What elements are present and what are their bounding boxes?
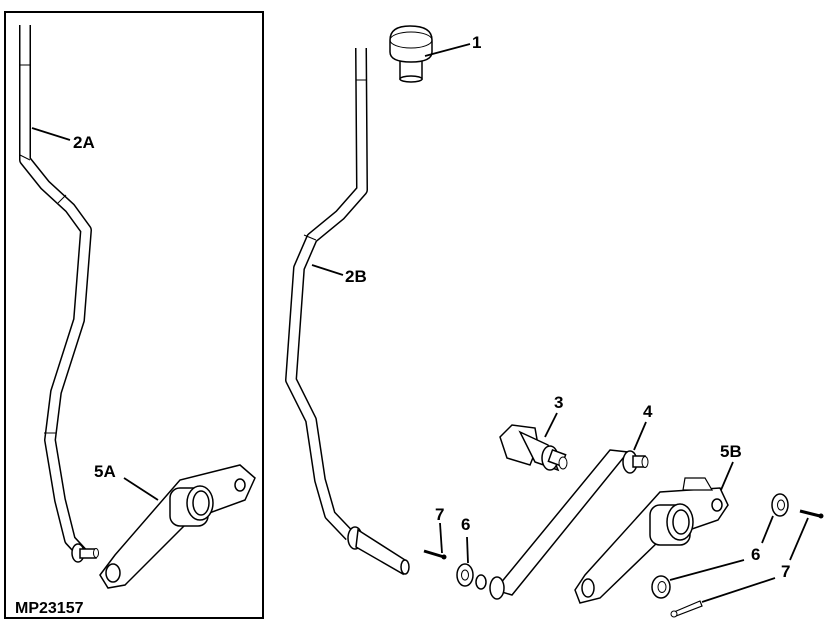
- callout-4: 4: [643, 402, 653, 421]
- link-4: [475, 449, 649, 600]
- knob-1: [389, 25, 433, 83]
- callout-7-right: 7: [781, 562, 791, 581]
- callout-6-left: 6: [461, 515, 471, 534]
- washer-6-right-upper: [771, 493, 789, 517]
- leader-lines: [31, 43, 809, 603]
- callout-5b: 5B: [720, 442, 742, 461]
- cotter-pin-7-right-upper: [799, 509, 824, 519]
- cotter-pin-7-left: [423, 549, 447, 560]
- callout-6-right: 6: [751, 545, 761, 564]
- shift-rod-2b: [285, 47, 410, 576]
- lever-5a: [99, 464, 256, 589]
- lever-5b: [574, 477, 729, 604]
- callout-5a: 5A: [94, 462, 116, 481]
- callout-2b: 2B: [345, 267, 367, 286]
- bolt-3: [499, 424, 568, 472]
- callout-7-left: 7: [435, 505, 445, 524]
- shift-rod-2a: [19, 25, 99, 563]
- callout-2a: 2A: [73, 133, 95, 152]
- cotter-pin-7-right-lower: [670, 600, 703, 618]
- callout-1: 1: [472, 33, 482, 52]
- figure-code: MP23157: [15, 600, 84, 617]
- inset-frame: [4, 11, 264, 619]
- washer-6-left: [456, 563, 474, 587]
- callout-3: 3: [554, 393, 564, 412]
- washer-6-right-lower: [651, 575, 671, 599]
